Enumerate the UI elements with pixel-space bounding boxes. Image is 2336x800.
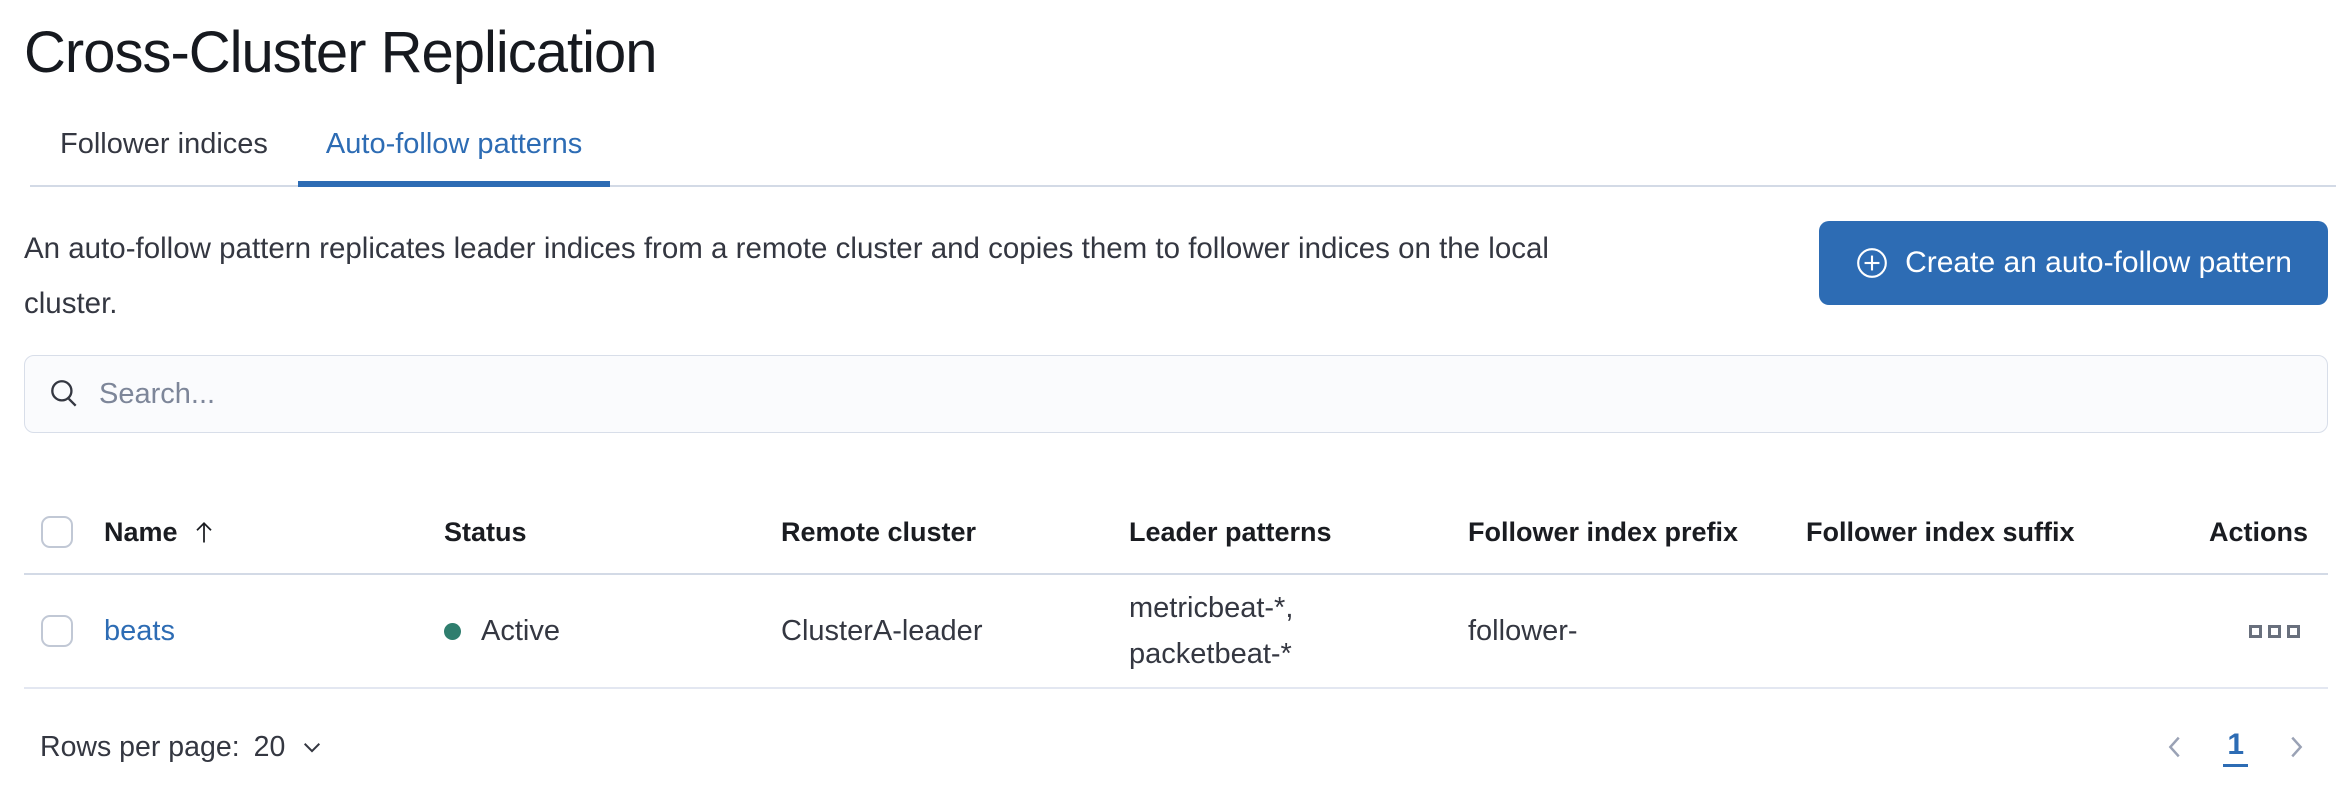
table-header-row: Name Status Remote cluster Leader patter…: [24, 499, 2328, 575]
next-page-button[interactable]: [2274, 725, 2318, 769]
follower-index-prefix-cell: follower-: [1468, 614, 1578, 647]
search-bar[interactable]: [24, 355, 2328, 433]
tab-auto-follow-patterns[interactable]: Auto-follow patterns: [297, 122, 611, 187]
table-row: beats Active ClusterA-leader metricbeat-…: [24, 575, 2328, 689]
status-active-dot-icon: [444, 622, 461, 640]
previous-page-button[interactable]: [2153, 725, 2197, 769]
column-header-name-label: Name: [104, 516, 178, 547]
tab-follower-indices[interactable]: Follower indices: [60, 128, 268, 160]
header-checkbox-cell: [24, 516, 104, 548]
chevron-right-icon: [2291, 736, 2303, 758]
rows-per-page-button[interactable]: Rows per page: 20: [40, 731, 325, 764]
column-header-actions: Actions: [2208, 516, 2308, 547]
sort-ascending-icon: [195, 522, 212, 543]
row-checkbox-cell: [24, 615, 104, 647]
pagination: 1: [2153, 725, 2318, 769]
row-checkbox[interactable]: [41, 615, 73, 647]
create-auto-follow-pattern-button[interactable]: Create an auto-follow pattern: [1819, 221, 2328, 305]
boxes-horizontal-icon: [2249, 624, 2262, 638]
name-cell: beats: [104, 615, 444, 648]
intro-section: An auto-follow pattern replicates leader…: [24, 221, 2328, 331]
column-header-status: Status: [444, 516, 527, 547]
chevron-down-icon: [304, 743, 321, 753]
column-header-leader-patterns: Leader patterns: [1129, 517, 1332, 547]
page-1-button[interactable]: 1: [2223, 728, 2248, 767]
select-all-checkbox[interactable]: [41, 516, 73, 548]
row-actions-button[interactable]: [2241, 617, 2308, 646]
create-button-label: Create an auto-follow pattern: [1905, 246, 2292, 279]
rows-per-page-label: Rows per page:: [40, 730, 240, 763]
table-footer: Rows per page: 20 1: [24, 689, 2328, 769]
leader-patterns-cell: metricbeat-*, packetbeat-*: [1129, 592, 1294, 670]
column-header-follower-index-suffix: Follower index suffix: [1806, 516, 2075, 547]
plus-in-circle-icon: [1857, 248, 1887, 278]
status-label: Active: [481, 614, 560, 647]
auto-follow-patterns-table: Name Status Remote cluster Leader patter…: [24, 499, 2328, 689]
pattern-name-link[interactable]: beats: [104, 614, 175, 647]
search-icon: [51, 380, 77, 407]
tab-bar: Follower indices Auto-follow patterns: [30, 122, 2336, 187]
description-text: An auto-follow pattern replicates leader…: [24, 232, 1549, 320]
rows-per-page-value: 20: [253, 730, 286, 763]
column-header-follower-index-prefix: Follower index prefix: [1468, 516, 1739, 547]
actions-cell: [2151, 617, 2328, 646]
page-title: Cross-Cluster Replication: [24, 20, 658, 85]
chevron-left-icon: [2168, 736, 2180, 758]
column-header-remote-cluster: Remote cluster: [781, 516, 977, 547]
status-cell: Active: [444, 615, 781, 648]
column-header-name[interactable]: Name: [104, 517, 444, 548]
remote-cluster-cell: ClusterA-leader: [781, 614, 983, 647]
search-input[interactable]: [99, 377, 2305, 411]
